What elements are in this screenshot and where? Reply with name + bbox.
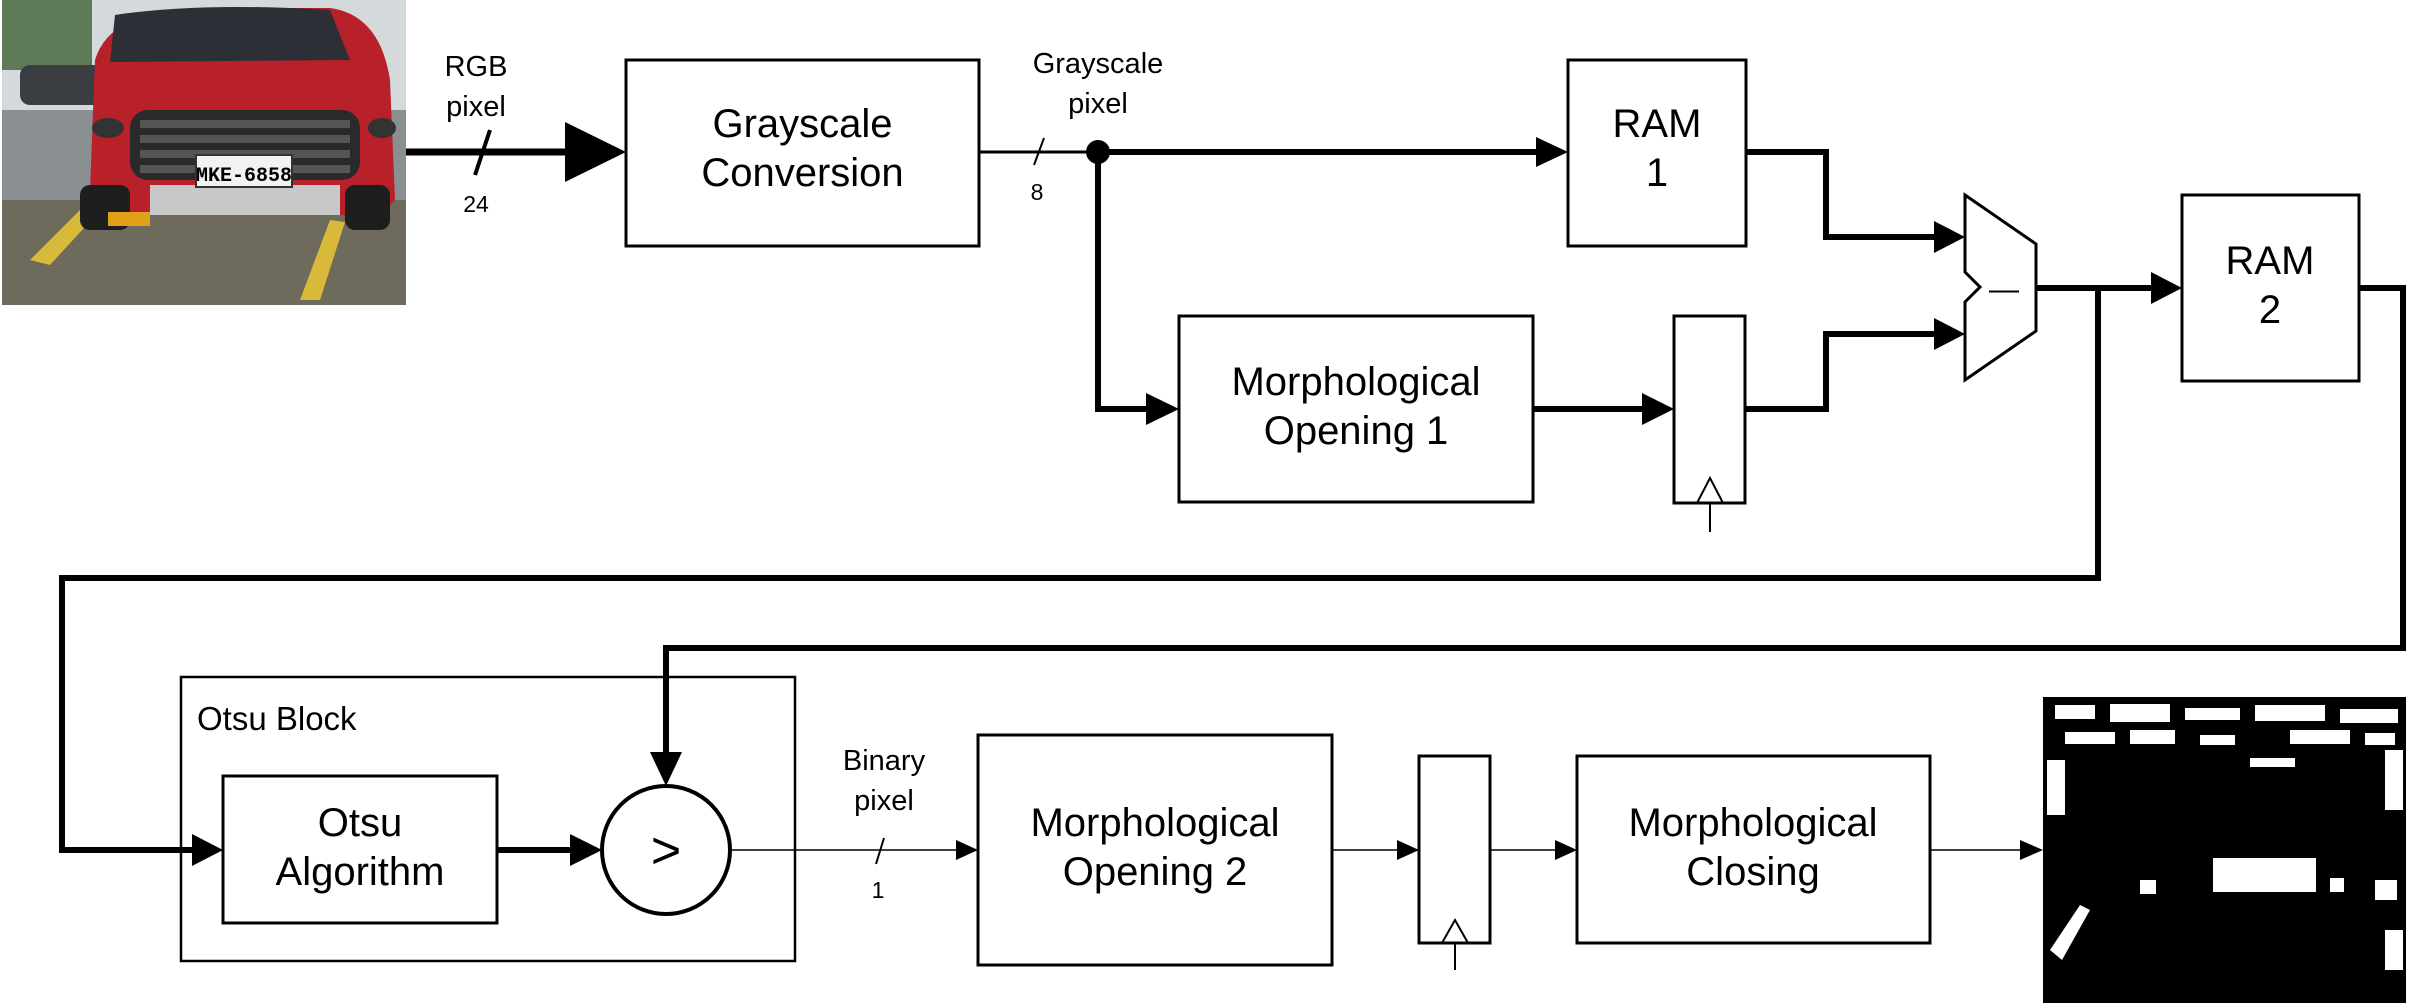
svg-text:Algorithm: Algorithm bbox=[276, 850, 445, 894]
svg-text:Binary: Binary bbox=[843, 745, 926, 777]
svg-text:Closing: Closing bbox=[1686, 850, 1819, 894]
svg-text:RGB: RGB bbox=[445, 51, 508, 83]
morphological-opening-1-block: Morphological Opening 1 bbox=[1177, 314, 1535, 504]
register-1 bbox=[1672, 314, 1747, 532]
plate-text: MKE-6858 bbox=[196, 165, 292, 188]
otsu-block-title: Otsu Block bbox=[197, 700, 357, 737]
svg-text:Morphological: Morphological bbox=[1030, 801, 1279, 845]
grayscale-conversion-block: Grayscale Conversion bbox=[624, 58, 981, 248]
subtractor-block: — bbox=[1963, 192, 2038, 383]
svg-text:pixel: pixel bbox=[1068, 88, 1128, 120]
svg-text:>: > bbox=[651, 822, 681, 880]
svg-text:RAM: RAM bbox=[2226, 239, 2315, 283]
morphological-opening-2-block: Morphological Opening 2 bbox=[976, 733, 1334, 967]
svg-text:pixel: pixel bbox=[446, 91, 506, 123]
svg-text:1: 1 bbox=[872, 877, 885, 903]
svg-text:8: 8 bbox=[1031, 179, 1044, 205]
svg-text:Otsu: Otsu bbox=[318, 801, 402, 845]
svg-text:Conversion: Conversion bbox=[701, 151, 903, 195]
svg-text:Grayscale: Grayscale bbox=[1033, 48, 1164, 80]
input-car-photo: MKE-6858 bbox=[2, 0, 406, 305]
svg-text:Grayscale: Grayscale bbox=[712, 102, 892, 146]
ram2-block: RAM 2 bbox=[2180, 193, 2361, 383]
morphological-closing-block: Morphological Closing bbox=[1575, 754, 1932, 945]
svg-text:RAM: RAM bbox=[1613, 102, 1702, 146]
svg-text:2: 2 bbox=[2259, 288, 2281, 332]
svg-text:Opening 1: Opening 1 bbox=[1264, 409, 1449, 453]
register-2 bbox=[1417, 754, 1492, 970]
svg-text:Morphological: Morphological bbox=[1628, 801, 1877, 845]
svg-text:—: — bbox=[1989, 273, 2019, 306]
svg-text:1: 1 bbox=[1646, 151, 1668, 195]
svg-text:Morphological: Morphological bbox=[1231, 360, 1480, 404]
svg-text:24: 24 bbox=[463, 191, 489, 217]
svg-text:pixel: pixel bbox=[854, 785, 914, 817]
svg-text:Opening 2: Opening 2 bbox=[1063, 850, 1248, 894]
output-binary-image bbox=[2043, 697, 2406, 1003]
comparator-circle: > bbox=[600, 784, 732, 916]
otsu-algorithm-block: Otsu Algorithm bbox=[221, 774, 499, 925]
ram1-block: RAM 1 bbox=[1566, 58, 1748, 248]
